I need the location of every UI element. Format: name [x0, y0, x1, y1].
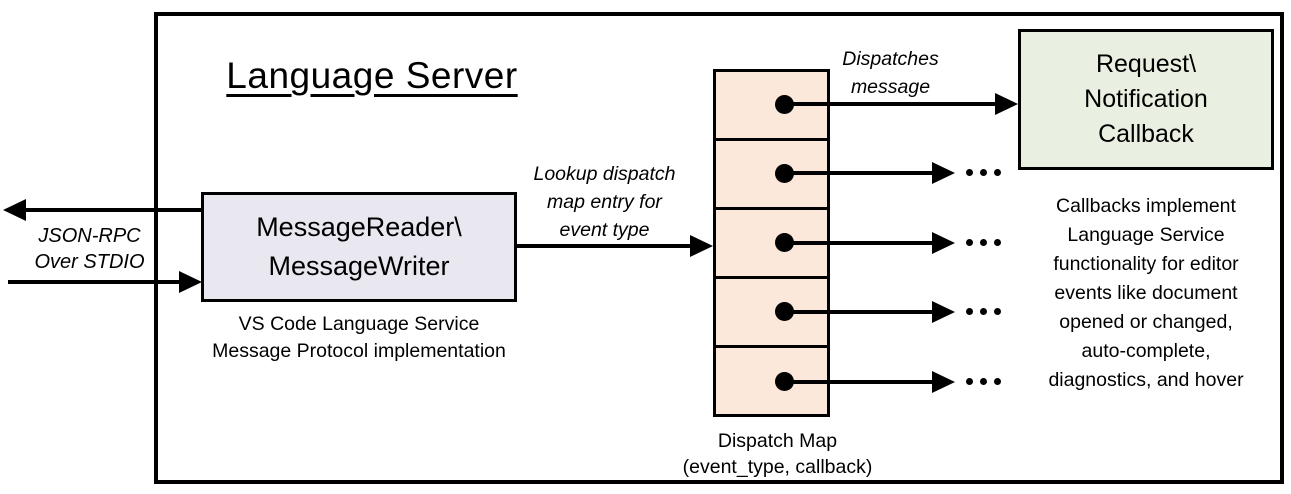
- dispatch-map-caption: Dispatch Map (event_type, callback): [655, 428, 900, 480]
- dispatch-arrow-line-1: [785, 102, 997, 106]
- dispatch-arrow-line-4: [785, 310, 933, 314]
- callbacks-caption-line2: Language Service: [1067, 224, 1225, 246]
- dispatch-map-cell-2: [716, 138, 827, 207]
- dispatch-map-cell-5: [716, 345, 827, 414]
- lookup-arrowhead-right-icon: [690, 235, 713, 257]
- stdio-in-arrow-line: [8, 280, 180, 284]
- dispatch-map-caption-line2: (event_type, callback): [682, 456, 873, 478]
- message-reader-writer-box: MessageReader\ MessageWriter: [201, 192, 517, 302]
- stdio-out-arrow-line: [24, 208, 202, 212]
- reader-box-caption: VS Code Language Service Message Protoco…: [150, 311, 568, 365]
- dispatch-arrowhead-right-icon-5: [932, 371, 955, 393]
- dispatches-message-label: Dispatches message: [808, 45, 973, 101]
- dispatches-label-line1: Dispatches: [842, 48, 939, 70]
- callbacks-caption-line4: events like document: [1054, 282, 1238, 304]
- ellipsis-icon-5: [966, 378, 1001, 385]
- callbacks-caption-line3: functionality for editor: [1053, 253, 1239, 275]
- json-rpc-label-line2: Over STDIO: [34, 251, 145, 273]
- map-entry-dot-3: [775, 233, 794, 252]
- dispatch-map-cell-4: [716, 276, 827, 345]
- lookup-arrow-line: [517, 244, 692, 248]
- callback-box-line3: Callback: [1098, 120, 1194, 148]
- json-rpc-label-line1: JSON-RPC: [38, 225, 141, 247]
- callback-box-line1: Request\: [1095, 50, 1197, 78]
- callbacks-caption-line7: diagnostics, and hover: [1048, 369, 1244, 391]
- stdio-in-arrowhead-right-icon: [179, 271, 202, 293]
- language-server-boundary-box: [154, 12, 1284, 484]
- dispatch-arrowhead-right-icon-1: [995, 93, 1018, 115]
- callbacks-caption-line6: auto-complete,: [1081, 340, 1211, 362]
- map-entry-dot-5: [775, 372, 794, 391]
- lookup-label-line3: event type: [559, 219, 650, 241]
- reader-caption-line1: VS Code Language Service: [238, 313, 480, 335]
- dispatch-arrowhead-right-icon-3: [932, 232, 955, 254]
- callback-box-line2: Notification: [1084, 85, 1208, 113]
- map-entry-dot-4: [775, 302, 794, 321]
- ellipsis-icon-3: [966, 239, 1001, 246]
- request-notification-callback-box: Request\ Notification Callback: [1018, 29, 1274, 170]
- dispatch-map-cell-3: [716, 207, 827, 276]
- map-entry-dot-2: [775, 164, 794, 183]
- reader-caption-line2: Message Protocol implementation: [212, 340, 506, 362]
- ellipsis-icon-4: [966, 308, 1001, 315]
- dispatch-arrowhead-right-icon-2: [932, 162, 955, 184]
- lookup-label-line1: Lookup dispatch: [533, 163, 676, 185]
- json-rpc-label: JSON-RPC Over STDIO: [12, 223, 167, 275]
- dispatch-arrowhead-right-icon-4: [932, 301, 955, 323]
- diagram-title: Language Server: [226, 55, 518, 96]
- reader-box-line2: MessageWriter: [268, 251, 450, 281]
- ellipsis-icon-2: [966, 169, 1001, 176]
- map-entry-dot-1: [775, 95, 794, 114]
- dispatches-label-line2: message: [850, 76, 931, 98]
- callbacks-caption-line5: opened or changed,: [1059, 311, 1233, 333]
- dispatch-map-caption-line1: Dispatch Map: [717, 430, 838, 452]
- dispatch-arrow-line-3: [785, 241, 933, 245]
- callbacks-description: Callbacks implement Language Service fun…: [1012, 192, 1280, 395]
- stdio-out-arrowhead-left-icon: [3, 199, 26, 221]
- reader-box-line1: MessageReader\: [256, 212, 462, 242]
- dispatch-arrow-line-2: [785, 171, 933, 175]
- lookup-label-line2: map entry for: [547, 191, 662, 213]
- callbacks-caption-line1: Callbacks implement: [1056, 195, 1236, 217]
- dispatch-arrow-line-5: [785, 380, 933, 384]
- lookup-dispatch-label: Lookup dispatch map entry for event type: [512, 160, 697, 244]
